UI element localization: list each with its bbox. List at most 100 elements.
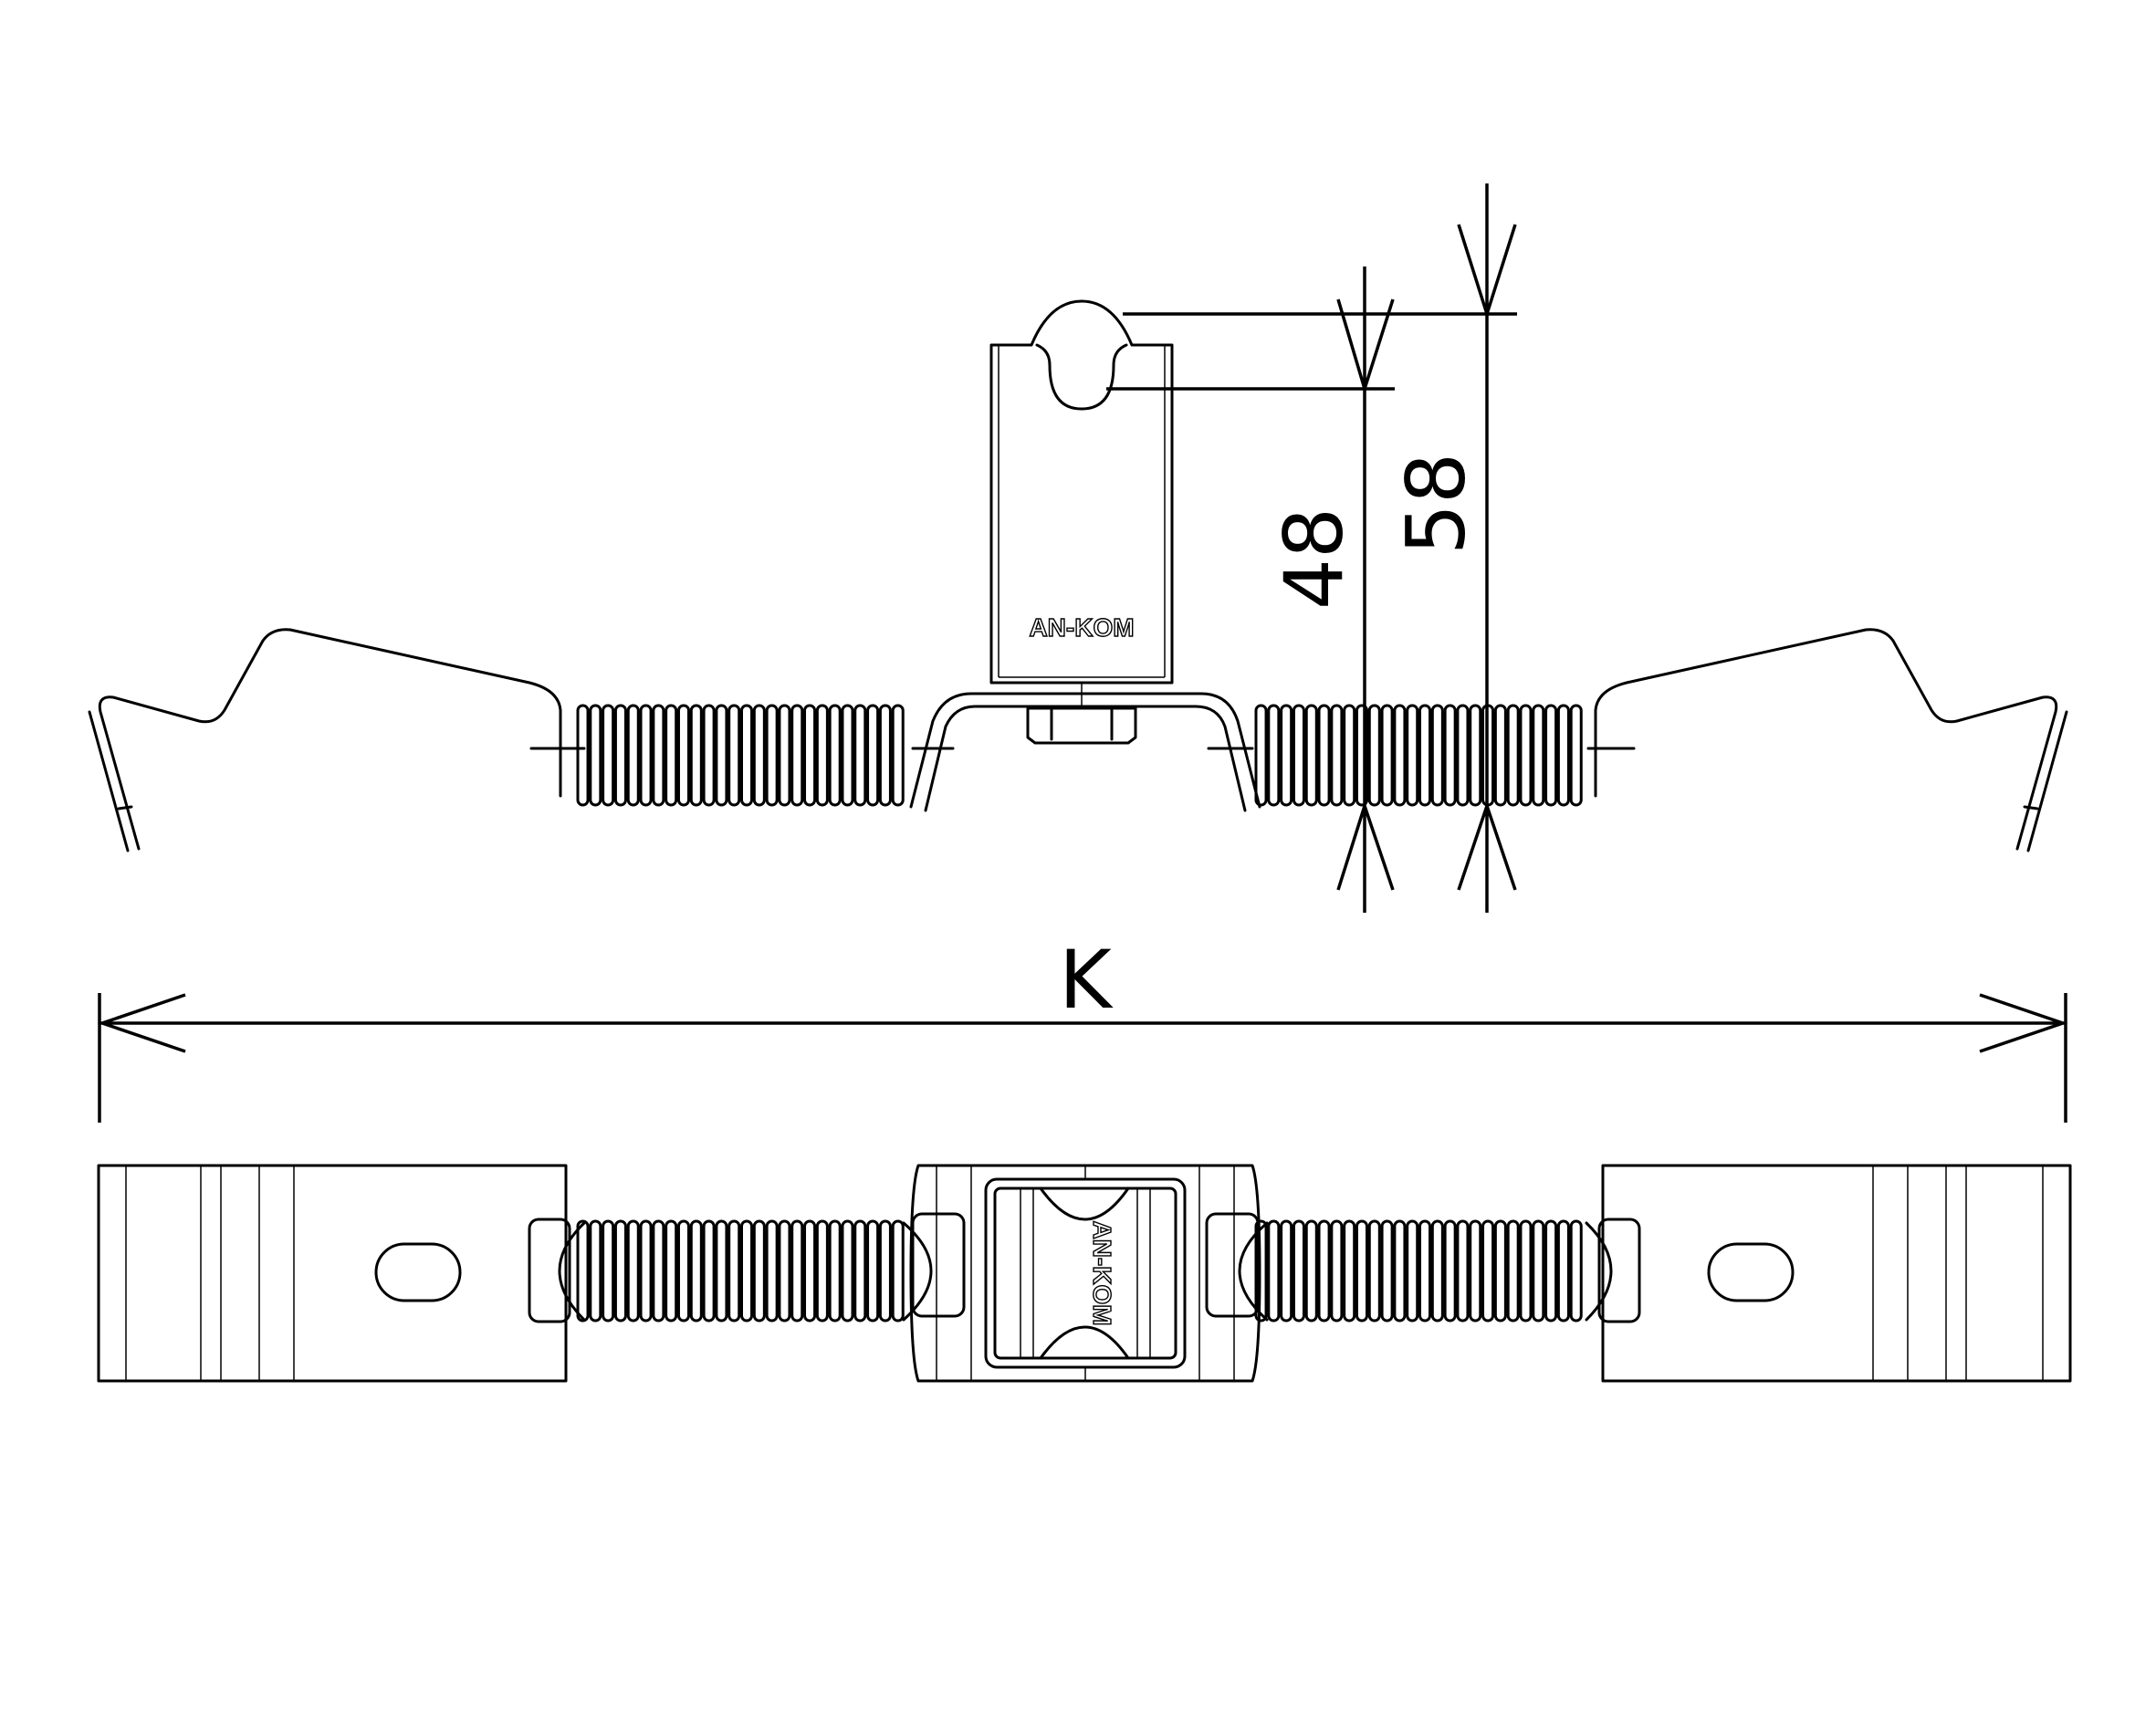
dimension-label-k: K (1059, 933, 1114, 1027)
spring-coil (841, 1219, 854, 1322)
spring-coil (1456, 704, 1470, 807)
spring-coil (1493, 1219, 1507, 1322)
spring-left (576, 704, 905, 807)
spring-coil (1406, 1219, 1419, 1322)
spring-coil (1280, 1219, 1293, 1322)
spring-coil (866, 704, 880, 807)
spring-coil (1343, 704, 1356, 807)
spring-coil (740, 704, 754, 807)
dimension-k: K (97, 933, 2068, 1123)
spring-coil (589, 1219, 602, 1322)
spring-coil (702, 704, 716, 807)
spring-coil (1556, 1219, 1570, 1322)
spring-coil (727, 1219, 741, 1322)
spring-coil (891, 1219, 905, 1322)
spring-right (1254, 704, 1583, 807)
spring-coil (752, 1219, 766, 1322)
spring-coil (702, 1219, 716, 1322)
spring-coil (1330, 704, 1344, 807)
spring-coil (778, 1219, 791, 1322)
spring-coil (652, 704, 665, 807)
spring-coil (1317, 1219, 1331, 1322)
spring-coil (715, 1219, 728, 1322)
spring-coil (1569, 704, 1583, 807)
spring-coil (727, 704, 741, 807)
center-bracket (909, 692, 1261, 812)
spring-coil (1493, 704, 1507, 807)
spring-coil (828, 704, 842, 807)
hex-nut (1026, 706, 1137, 745)
spring-coil (715, 704, 728, 807)
spring-coil (1569, 1219, 1583, 1322)
spring-coil (1532, 1219, 1545, 1322)
spring-coil (828, 1219, 842, 1322)
spring-coil (765, 1219, 779, 1322)
spring-coil (1430, 704, 1444, 807)
spring-coil (1380, 1219, 1394, 1322)
spring-coil (1430, 1219, 1444, 1322)
spring-coil (613, 1219, 627, 1322)
spring-coil (778, 704, 791, 807)
spring-coil (1532, 704, 1545, 807)
spring-coil (853, 1219, 867, 1322)
spring-coil (613, 704, 627, 807)
spring-coil (841, 704, 854, 807)
brand-label-top: AN-KOM (1029, 613, 1134, 642)
spring-coil (626, 704, 640, 807)
spring-coil (803, 704, 817, 807)
spring-coil (1393, 1219, 1407, 1322)
spring-coil (589, 704, 602, 807)
spring-coil (1519, 704, 1533, 807)
left-plate (97, 1164, 568, 1383)
spring-coil (665, 1219, 678, 1322)
spring-coil (1254, 1219, 1268, 1322)
spring-coil (689, 704, 703, 807)
spring-coil (815, 704, 829, 807)
spring-coil (1481, 1219, 1495, 1322)
spring-coil (1406, 704, 1419, 807)
right-wire-arm (1594, 628, 2058, 851)
spring-coil (1254, 704, 1268, 807)
spring-coil (1469, 1219, 1482, 1322)
spring-coil (576, 704, 590, 807)
spring-coil (602, 1219, 615, 1322)
spring-coil (1519, 1219, 1533, 1322)
spring-coil (1469, 704, 1482, 807)
spring-coil (1456, 1219, 1470, 1322)
spring-coil (1418, 1219, 1432, 1322)
spring-coil (866, 1219, 880, 1322)
spring-right-top-view (1254, 1219, 1583, 1322)
spring-coil (1355, 1219, 1369, 1322)
spring-coil (1267, 704, 1281, 807)
spring-coil (1418, 704, 1432, 807)
spring-coil (790, 1219, 804, 1322)
spring-coil (1267, 1219, 1281, 1322)
spring-coil (790, 704, 804, 807)
spring-coil (639, 704, 653, 807)
spring-coil (1330, 1219, 1344, 1322)
spring-coil (1367, 1219, 1381, 1322)
dimension-label-48: 48 (1267, 507, 1361, 610)
spring-end-clips (528, 1212, 1641, 1323)
spring-coil (878, 704, 892, 807)
spring-coil (1343, 1219, 1356, 1322)
spring-coil (1506, 704, 1520, 807)
spring-coil (1280, 704, 1293, 807)
spring-coil (803, 1219, 817, 1322)
spring-left-top-view (576, 1219, 905, 1322)
dimension-48: 48 (1106, 267, 1395, 913)
spring-coil (878, 1219, 892, 1322)
clip-block: AN-KOM (989, 299, 1174, 706)
side-view: AN-KOM 48 58 (88, 183, 2068, 913)
spring-coil (752, 704, 766, 807)
spring-coil (1443, 704, 1457, 807)
spring-coil (652, 1219, 665, 1322)
spring-coil (1393, 704, 1407, 807)
spring-coil (1544, 1219, 1558, 1322)
brand-label-bottom: AN-KOM (1088, 1220, 1116, 1325)
spring-coil (602, 704, 615, 807)
spring-coil (1292, 704, 1305, 807)
spring-coil (1544, 704, 1558, 807)
spring-coil (1556, 704, 1570, 807)
